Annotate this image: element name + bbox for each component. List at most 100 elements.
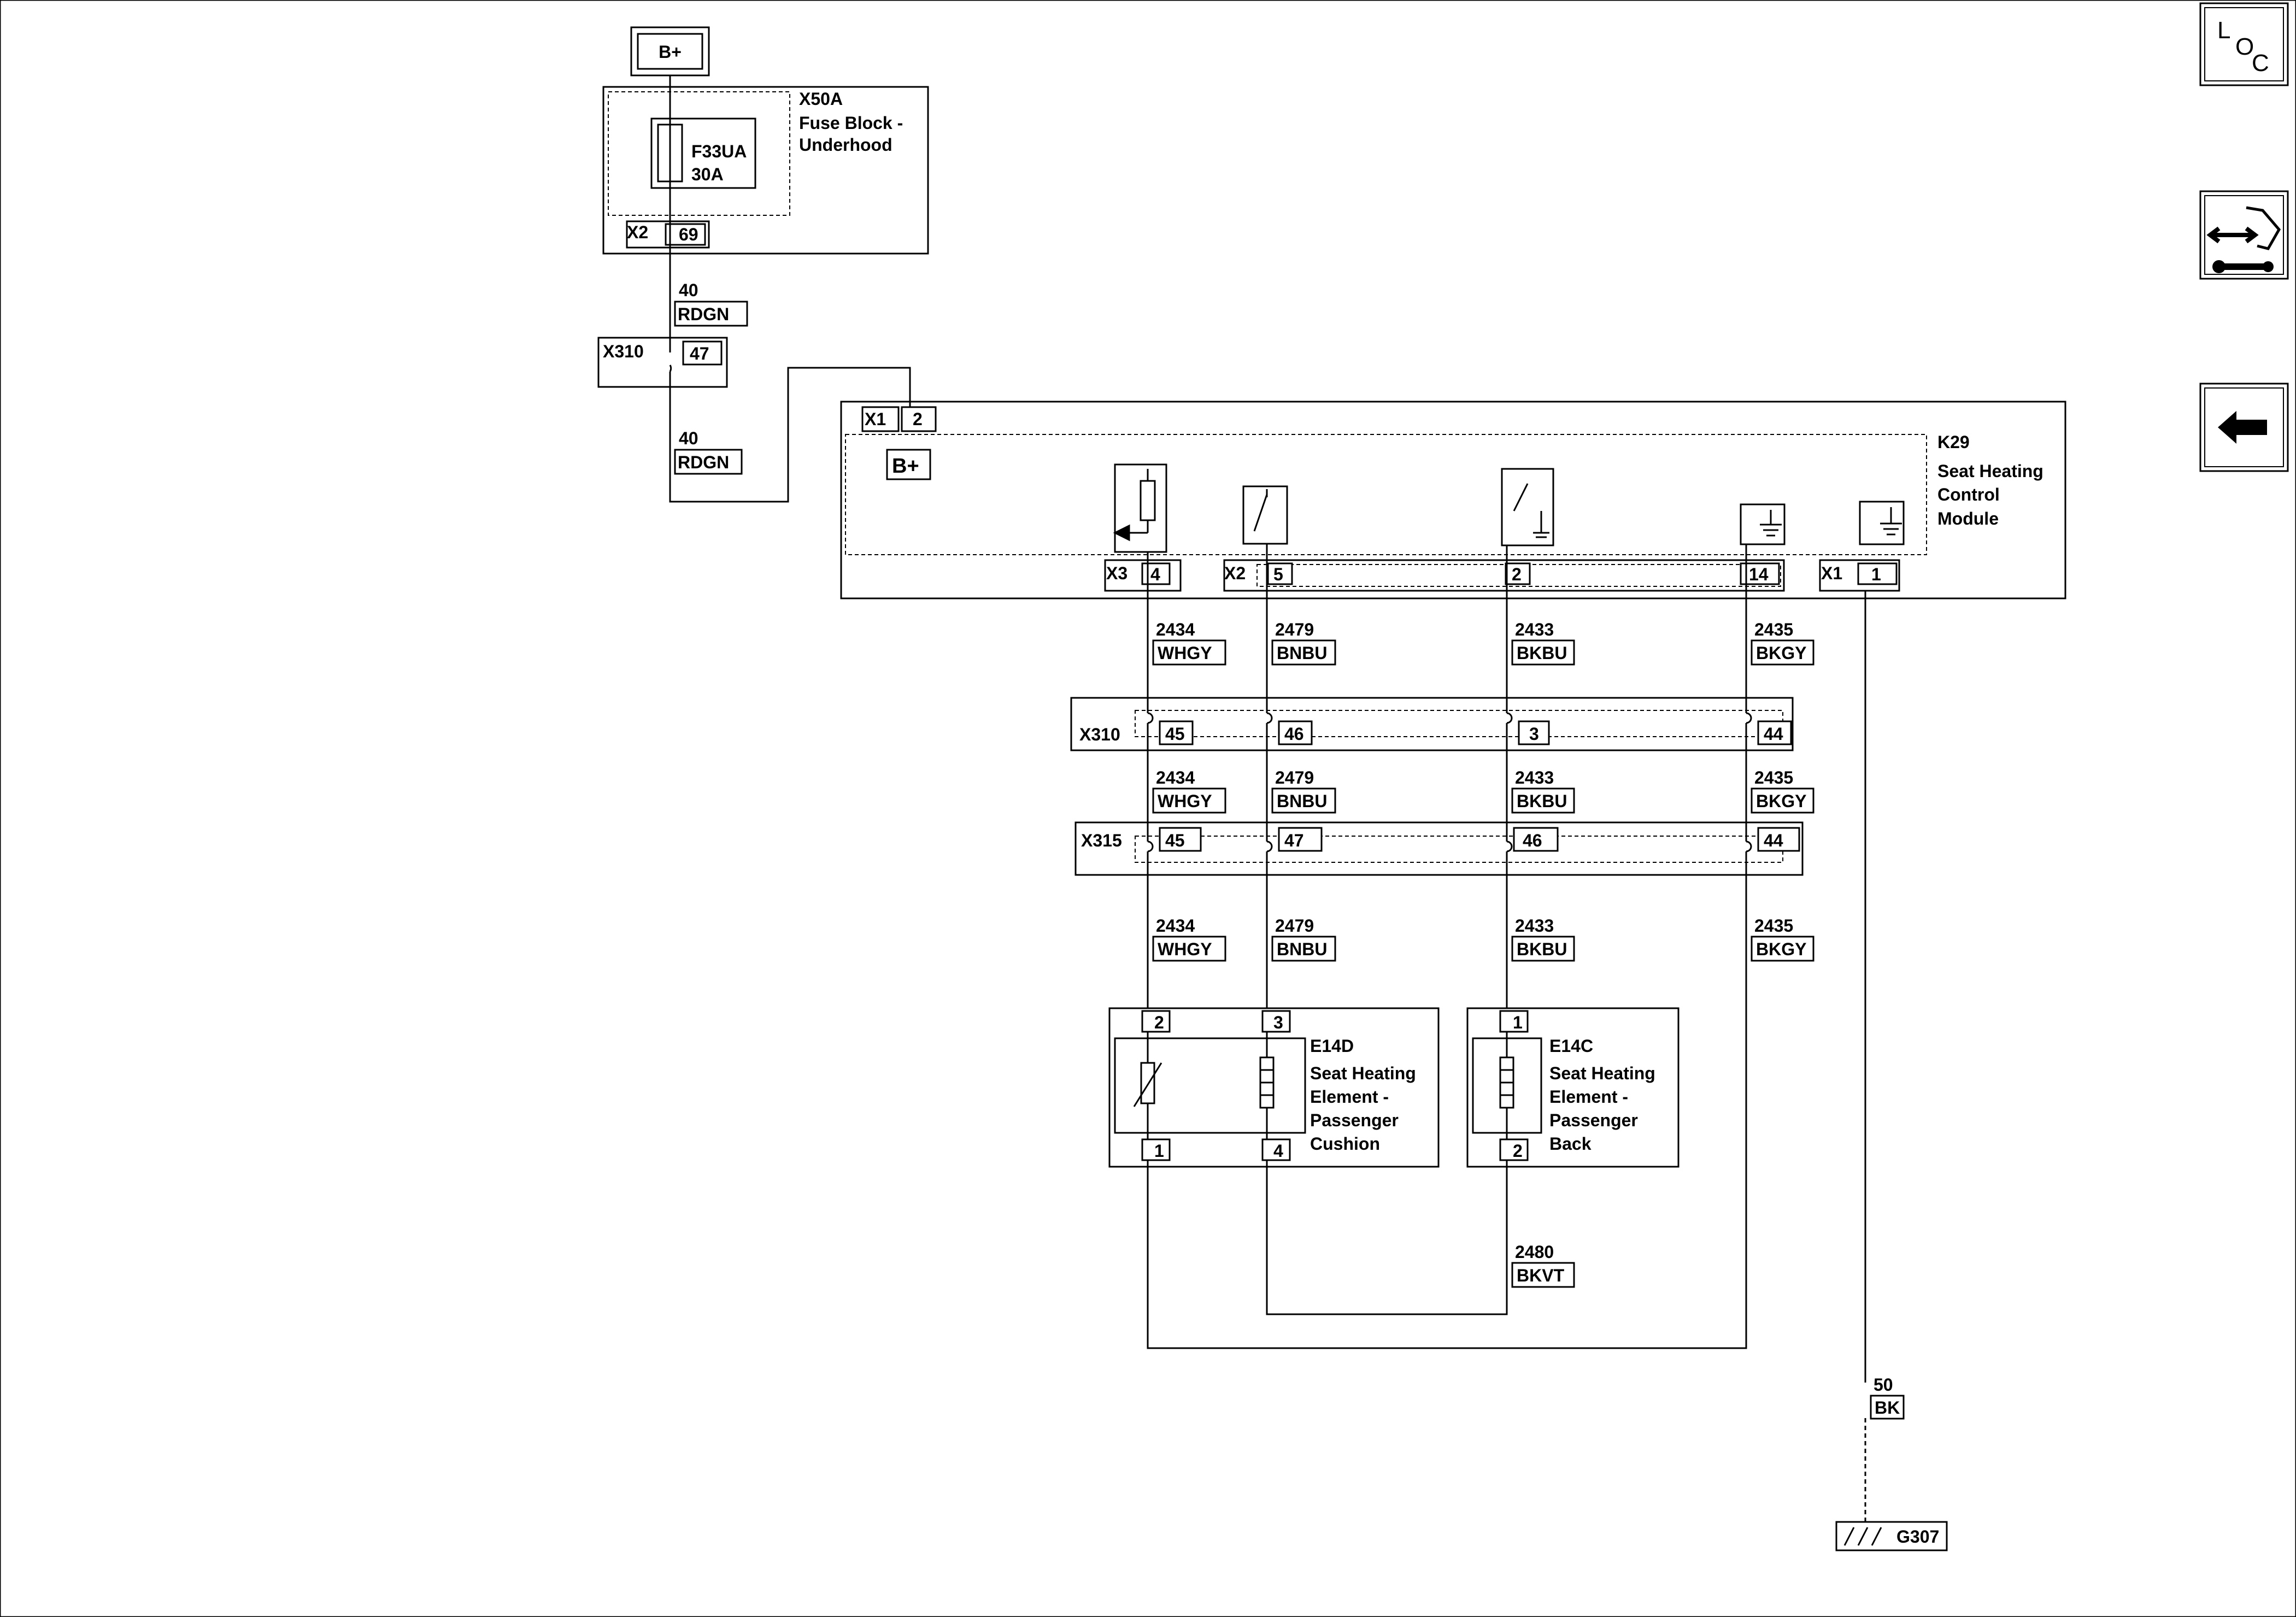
svg-text:44: 44 <box>1764 831 1783 850</box>
svg-text:BKBU: BKBU <box>1517 643 1567 663</box>
svg-text:2: 2 <box>1154 1013 1164 1032</box>
ground-g307: G307 <box>1835 1521 1948 1551</box>
module-bplus: B+ <box>892 455 919 478</box>
connector-x315: X315 45 47 46 44 <box>1074 821 1804 876</box>
svg-text:2435: 2435 <box>1754 768 1793 787</box>
component-e14d: 2 3 1 4 E14D Seat Heating Element - Pass… <box>1108 1007 1440 1168</box>
ground-symbol-1 <box>1859 501 1905 545</box>
wire-labels-row-1: 2434 WHGY 2479 BNBU 2433 BKBU 2435 BKGY <box>1152 620 1815 666</box>
svg-text:2479: 2479 <box>1275 620 1314 639</box>
svg-text:BKGY: BKGY <box>1756 643 1806 663</box>
svg-text:BKVT: BKVT <box>1517 1266 1565 1285</box>
svg-text:Element -: Element - <box>1549 1087 1628 1107</box>
svg-text:Control: Control <box>1937 485 2000 504</box>
svg-text:BNBU: BNBU <box>1277 939 1327 959</box>
svg-text:2435: 2435 <box>1754 916 1793 936</box>
component-e14c: 1 2 E14C Seat Heating Element - Passenge… <box>1466 1007 1680 1168</box>
svg-text:BKGY: BKGY <box>1756 939 1806 959</box>
svg-text:G307: G307 <box>1896 1527 1939 1547</box>
svg-text:RDGN: RDGN <box>678 452 729 472</box>
heater-element-symbol-back <box>1499 1032 1514 1139</box>
svg-text:40: 40 <box>679 280 698 300</box>
svg-text:2434: 2434 <box>1156 620 1195 639</box>
back-button[interactable] <box>2199 383 2289 472</box>
svg-text:X315: X315 <box>1081 831 1122 850</box>
wire-2433 <box>1506 545 1513 1008</box>
module-id: K29 <box>1937 432 1970 452</box>
svg-text:WHGY: WHGY <box>1158 791 1212 811</box>
svg-text:46: 46 <box>1284 724 1304 744</box>
wire-label-50: 50 BK <box>1870 1375 1905 1420</box>
svg-text:X1: X1 <box>865 409 886 429</box>
wire-label-40-upper: 40 RDGN <box>674 280 748 327</box>
svg-text:1: 1 <box>1513 1013 1523 1032</box>
wire-labels-row-3: 2434 WHGY 2479 BNBU 2433 BKBU 2435 BKGY <box>1152 916 1815 962</box>
svg-text:2433: 2433 <box>1515 620 1554 639</box>
loc-c: C <box>2252 50 2269 77</box>
svg-text:2433: 2433 <box>1515 916 1554 936</box>
svg-text:3: 3 <box>1529 724 1539 744</box>
svg-text:2434: 2434 <box>1156 916 1195 936</box>
ground-symbol-14 <box>1740 503 1786 545</box>
svg-text:2: 2 <box>913 409 923 429</box>
connector-repair-button[interactable] <box>2199 190 2289 280</box>
svg-text:BK: BK <box>1875 1398 1900 1418</box>
thermistor-symbol <box>1133 1032 1162 1139</box>
svg-text:Element -: Element - <box>1310 1087 1389 1107</box>
fuse-block-id: X50A <box>799 89 843 109</box>
svg-text:X3: X3 <box>1106 563 1128 583</box>
svg-text:X2: X2 <box>1224 563 1246 583</box>
svg-text:46: 46 <box>1523 831 1542 850</box>
heater-element-symbol-cushion <box>1259 1032 1275 1139</box>
back-arrow-icon <box>2218 411 2267 444</box>
wire-2479 <box>1266 544 1508 1315</box>
loc-l: L <box>2217 17 2230 44</box>
svg-text:47: 47 <box>690 344 709 363</box>
svg-text:Cushion: Cushion <box>1310 1134 1380 1154</box>
switch-symbol-2 <box>1501 468 1554 546</box>
svg-text:40: 40 <box>679 428 698 448</box>
svg-text:Seat Heating: Seat Heating <box>1937 461 2044 481</box>
loc-o: O <box>2235 33 2254 60</box>
location-button[interactable]: L O C <box>2199 2 2289 86</box>
connector-repair-icon <box>2206 206 2281 273</box>
svg-text:4: 4 <box>1273 1141 1283 1161</box>
switch-symbol-5 <box>1242 485 1288 545</box>
temp-sensor-input-symbol <box>1113 463 1167 553</box>
svg-text:Back: Back <box>1549 1134 1592 1154</box>
fuse-id: F33UA <box>691 142 747 161</box>
svg-text:Seat Heating: Seat Heating <box>1549 1063 1655 1083</box>
svg-text:2480: 2480 <box>1515 1242 1554 1262</box>
svg-text:2479: 2479 <box>1275 768 1314 787</box>
svg-text:45: 45 <box>1165 831 1185 850</box>
wire-label-2480: 2480 BKVT <box>1511 1242 1575 1288</box>
svg-text:47: 47 <box>1284 831 1304 850</box>
svg-text:Module: Module <box>1937 509 1999 528</box>
svg-text:2: 2 <box>1512 565 1522 584</box>
svg-text:1: 1 <box>1871 565 1881 584</box>
svg-text:5: 5 <box>1273 565 1283 584</box>
svg-text:2433: 2433 <box>1515 768 1554 787</box>
connector-x310-lower: X310 45 46 3 44 <box>1070 697 1794 751</box>
svg-text:E14C: E14C <box>1549 1036 1593 1056</box>
wire-label-40-lower: 40 RDGN <box>674 428 743 475</box>
svg-text:Seat Heating: Seat Heating <box>1310 1063 1416 1083</box>
svg-text:BNBU: BNBU <box>1277 791 1327 811</box>
svg-text:WHGY: WHGY <box>1158 939 1212 959</box>
svg-text:3: 3 <box>1273 1013 1283 1032</box>
fuse-block-connector: X2 <box>627 222 648 242</box>
svg-text:2: 2 <box>1513 1141 1523 1161</box>
svg-text:Passenger: Passenger <box>1310 1110 1399 1130</box>
svg-text:Passenger: Passenger <box>1549 1110 1638 1130</box>
svg-text:X310: X310 <box>1079 725 1120 744</box>
svg-text:BNBU: BNBU <box>1277 643 1327 663</box>
bplus-top-text: B+ <box>659 42 682 62</box>
svg-text:2479: 2479 <box>1275 916 1314 936</box>
fuse-rating: 30A <box>691 164 724 184</box>
svg-text:45: 45 <box>1165 724 1185 744</box>
wire-feed-40 <box>669 75 911 503</box>
svg-text:2435: 2435 <box>1754 620 1793 639</box>
svg-text:44: 44 <box>1764 724 1783 744</box>
svg-text:X310: X310 <box>603 342 644 361</box>
